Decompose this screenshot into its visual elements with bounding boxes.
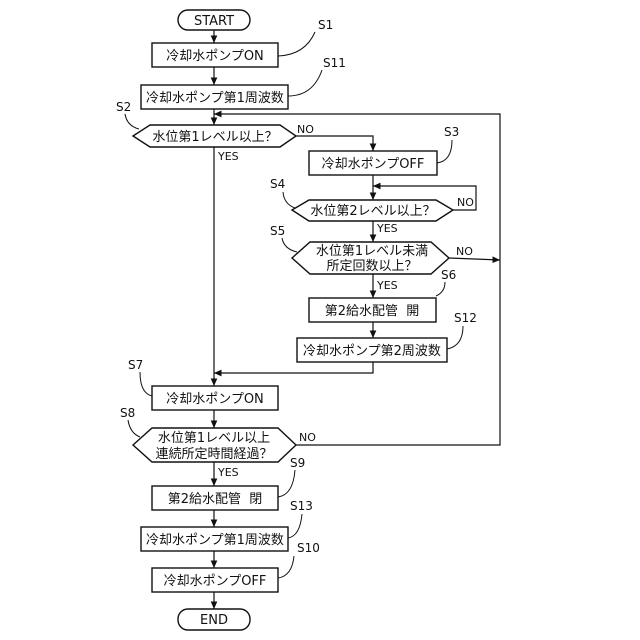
s8-leader <box>128 420 140 437</box>
s4-label: 水位第2レベル以上？ <box>310 204 435 219</box>
s12-label: 冷却水ポンプ第2周波数 <box>303 344 441 359</box>
s1-leader <box>278 32 315 56</box>
s2-yes-label: YES <box>217 150 239 163</box>
s12-leader <box>447 326 463 349</box>
s1-step-number: S1 <box>318 18 333 32</box>
s8-no-label: NO <box>299 431 316 444</box>
s12-step-number: S12 <box>454 311 477 325</box>
s10-label: 冷却水ポンプOFF <box>164 574 267 589</box>
s13-step-number: S13 <box>290 499 313 513</box>
s5-leader <box>282 238 297 252</box>
s5-yes-label: YES <box>376 279 398 292</box>
arrow-s12-join <box>214 362 373 373</box>
s10-step-number: S10 <box>297 541 320 555</box>
s4-step-number: S4 <box>270 177 285 191</box>
s7-step-number: S7 <box>128 358 143 372</box>
s6-label: 第2給水配管 開 <box>325 304 420 319</box>
s11-step-number: S11 <box>323 56 346 70</box>
s6-leader <box>436 282 445 296</box>
arrow-s2-no-to-s3 <box>296 136 373 151</box>
s1-label: 冷却水ポンプON <box>166 49 264 64</box>
s4-yes-label: YES <box>376 222 398 235</box>
s9-leader <box>278 470 295 497</box>
s4-no-label: NO <box>457 196 474 209</box>
s5-label-line2: 所定回数以上？ <box>326 259 417 274</box>
s13-label: 冷却水ポンプ第1周波数 <box>146 533 284 548</box>
s2-step-number: S2 <box>116 100 131 114</box>
s2-leader <box>125 114 139 129</box>
s2-no-label: NO <box>297 123 314 136</box>
s7-leader <box>140 372 152 396</box>
s7-label: 冷却水ポンプON <box>166 392 264 407</box>
s9-step-number: S9 <box>290 456 305 470</box>
s11-leader <box>288 70 322 96</box>
s3-leader <box>437 140 452 163</box>
s5-label-line1: 水位第1レベル未満 <box>316 244 428 259</box>
s3-label: 冷却水ポンプOFF <box>322 157 425 172</box>
s3-step-number: S3 <box>444 125 459 139</box>
s9-label: 第2給水配管 閉 <box>168 492 263 507</box>
s13-leader <box>288 514 302 538</box>
s8-step-number: S8 <box>120 406 135 420</box>
s5-no-label: NO <box>456 245 473 258</box>
s4-leader <box>283 192 295 208</box>
s6-step-number: S6 <box>441 268 456 282</box>
arrow-s5-no-right <box>449 258 500 260</box>
s8-yes-label: YES <box>217 466 239 479</box>
s11-label: 冷却水ポンプ第1周波数 <box>146 91 284 106</box>
s5-step-number: S5 <box>270 224 285 238</box>
s8-label-line1: 水位第1レベル以上 <box>158 431 270 446</box>
s8-label-line2: 連続所定時間経過？ <box>155 447 272 462</box>
end-label: END <box>200 613 228 628</box>
s10-leader <box>278 556 294 578</box>
s2-label: 水位第1レベル以上？ <box>152 130 277 145</box>
start-label: START <box>194 14 234 29</box>
